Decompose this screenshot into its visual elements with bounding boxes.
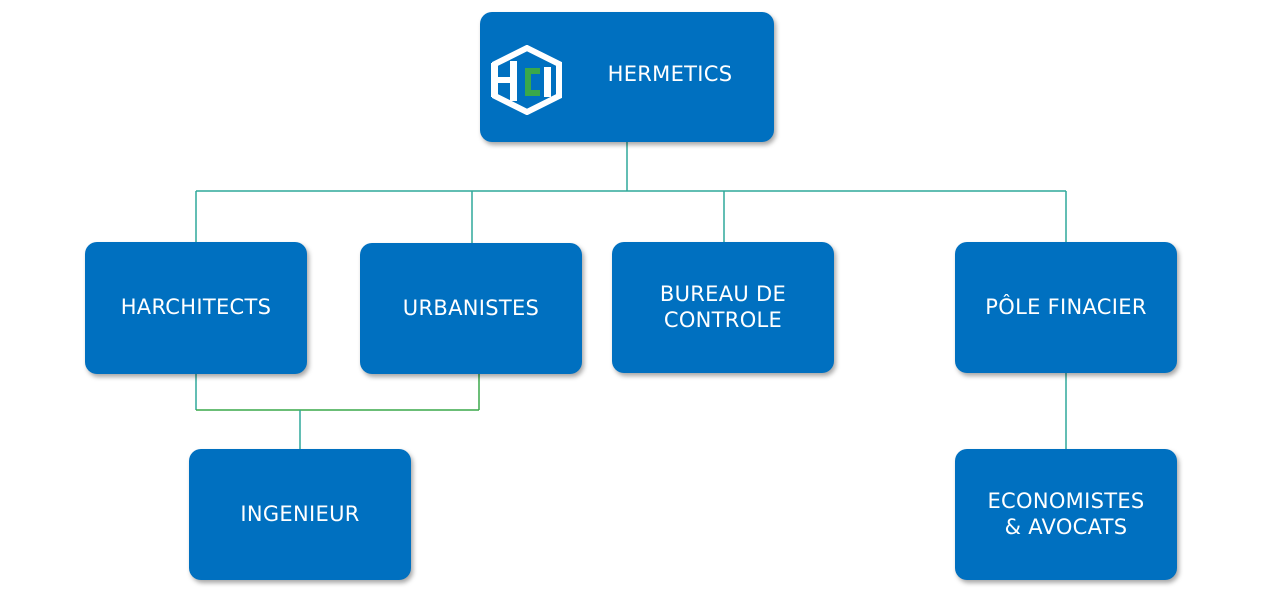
node-bureau-de-controle[interactable]: BUREAU DE CONTROLE — [612, 242, 834, 373]
node-hermetics-label: HERMETICS — [607, 62, 733, 86]
node-urbanistes-label: URBANISTES — [402, 295, 540, 320]
node-urbanistes[interactable]: URBANISTES — [360, 243, 582, 374]
node-economistes-label: ECONOMISTES & AVOCATS — [987, 489, 1145, 539]
hermetics-logo-icon — [491, 45, 562, 115]
node-pole-label: PÔLE FINACIER — [985, 294, 1147, 319]
node-ingenieur-label: INGENIEUR — [240, 501, 360, 526]
node-ingenieur[interactable]: INGENIEUR — [189, 449, 411, 580]
node-economistes-avocats[interactable]: ECONOMISTES & AVOCATS — [955, 449, 1177, 580]
node-hermetics[interactable]: HERMETICS — [480, 12, 774, 142]
node-architects[interactable]: HARCHITECTS — [85, 242, 307, 374]
node-pole-financier[interactable]: PÔLE FINACIER — [955, 242, 1177, 373]
node-bureau-label: BUREAU DE CONTROLE — [659, 282, 787, 332]
node-architects-label: HARCHITECTS — [120, 295, 272, 320]
